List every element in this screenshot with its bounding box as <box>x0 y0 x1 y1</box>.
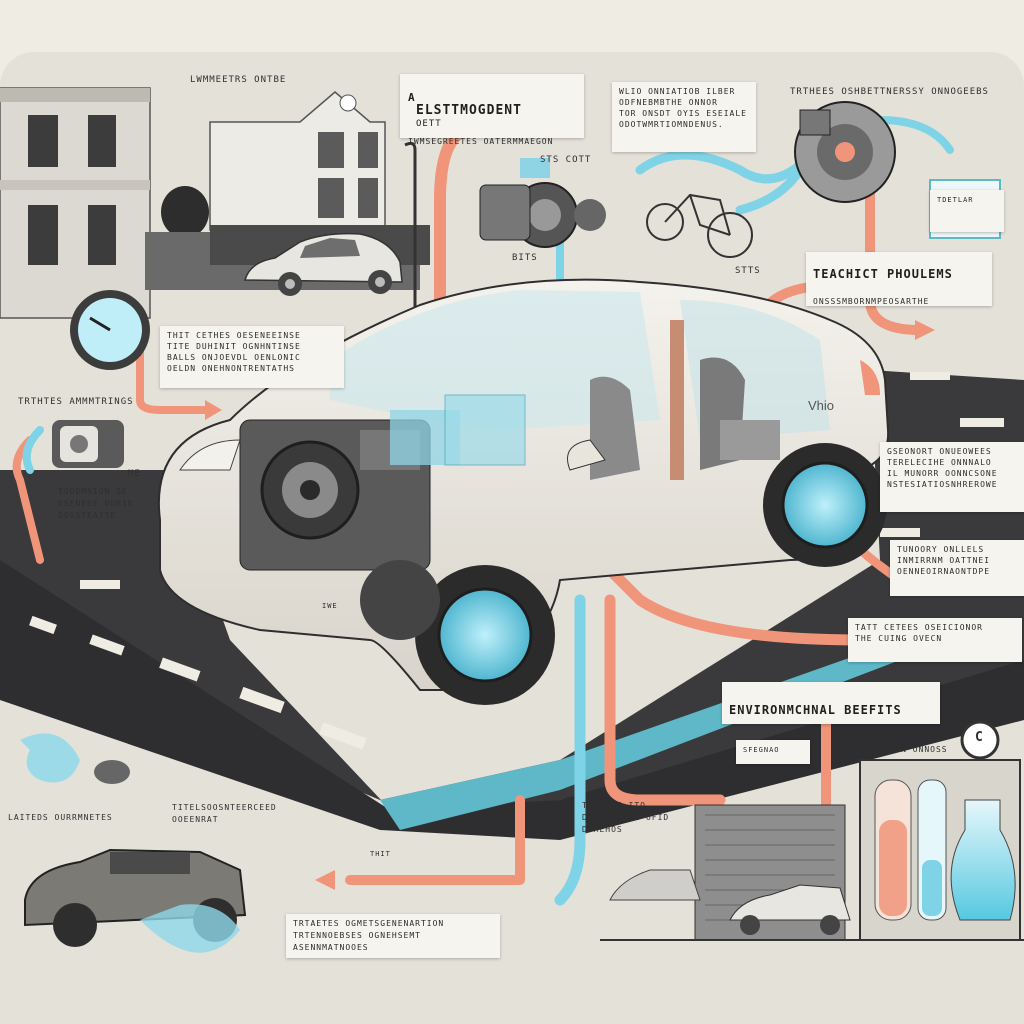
title-suffix: oett <box>416 119 442 129</box>
road-tag: Thit <box>370 850 391 858</box>
gauge-icon <box>70 290 150 370</box>
motor-part-illustration <box>479 158 606 248</box>
main-subtitle: Iwmsegreetes Oatermmaegon <box>408 137 554 146</box>
lab-card-1: Sfegnao <box>736 740 810 764</box>
engine-tag-2: Bits <box>512 253 538 263</box>
right-card-2: Tunoory Onllels Inmirrnm Oattnei Oenneoi… <box>890 540 1024 596</box>
top-center-card: Wlio Onniatiob Ilber Odfnebmbthe Onnor T… <box>612 82 756 152</box>
water-splash-illustration <box>20 733 130 784</box>
generator-illustration <box>794 101 896 203</box>
vintage-car-illustration <box>24 848 247 953</box>
technical-problems-heading: Teachict Phoulems <box>813 267 953 281</box>
parked-car-illustration <box>244 232 403 296</box>
title-prefix: A <box>408 91 416 104</box>
bottom-left-card: Trtaetes Ogmetsgenenartion Trtennoebses … <box>286 914 500 958</box>
lab-equipment-illustration <box>874 779 1016 921</box>
street-lamp <box>404 141 417 330</box>
left-note-tag: Me <box>128 469 141 479</box>
right-card-1: Gseonort Onueowees Terelecihe Onnnalo Il… <box>880 442 1024 512</box>
lab-tag: Snnhon Onnoss <box>872 745 948 754</box>
technical-problems-sub: Onsssmbornmpeosarthe <box>813 297 930 306</box>
axle-tag: Stts <box>735 266 761 276</box>
car-badge: Vhio <box>808 398 835 413</box>
house-illustration <box>0 87 430 319</box>
left-card: Thit Cethes Oeseneeinse Tite Duhinit Ogn… <box>160 326 344 388</box>
right-card-3: Tatt Cetees Oseicionor The Cuing Ovecn <box>848 618 1022 662</box>
environmental-benefits-heading: Environmchnal Beefits <box>729 703 902 717</box>
environmental-benefits-card: Environmchnal Beefits <box>722 682 940 724</box>
environmental-code: -BUC <box>966 683 999 697</box>
bicycle-illustration <box>646 193 753 258</box>
road-tag-2: Iwe <box>322 602 338 610</box>
meter-icon <box>52 420 124 468</box>
bottom-left-tag: Laiteds Ourrmnetes <box>8 813 113 822</box>
top-right-tag: Trthees Oshbettnerssy Onnogeebs <box>790 87 989 97</box>
technical-problems-card: Teachict Phoulems Onsssmbornmpeosarthe <box>806 252 992 306</box>
main-title: ElstTmogdent <box>416 103 522 118</box>
top-left-tag: Lwmmeetrs Ontbe <box>190 75 287 85</box>
lab-card-2: Tdetlar <box>930 190 1004 232</box>
dial-icon <box>960 720 1000 760</box>
left-note: Toodmnion Oe Oseneee Ourie Oossteaite <box>58 487 134 520</box>
left-side-tag: Trthtes Ammmtrings <box>18 397 134 407</box>
gauge-letter: C <box>975 730 984 745</box>
title-card: A ElstTmogdent oett Iwmsegreetes Oatermm… <box>400 74 584 146</box>
bottom-left-note: Titelsoosnteerceed Ooeenrat <box>172 803 277 824</box>
engine-tag: Sts Cott <box>540 155 592 165</box>
bottom-center-note: Trbshei Ito Dbis Cinie Ofid Domehos <box>582 801 670 834</box>
